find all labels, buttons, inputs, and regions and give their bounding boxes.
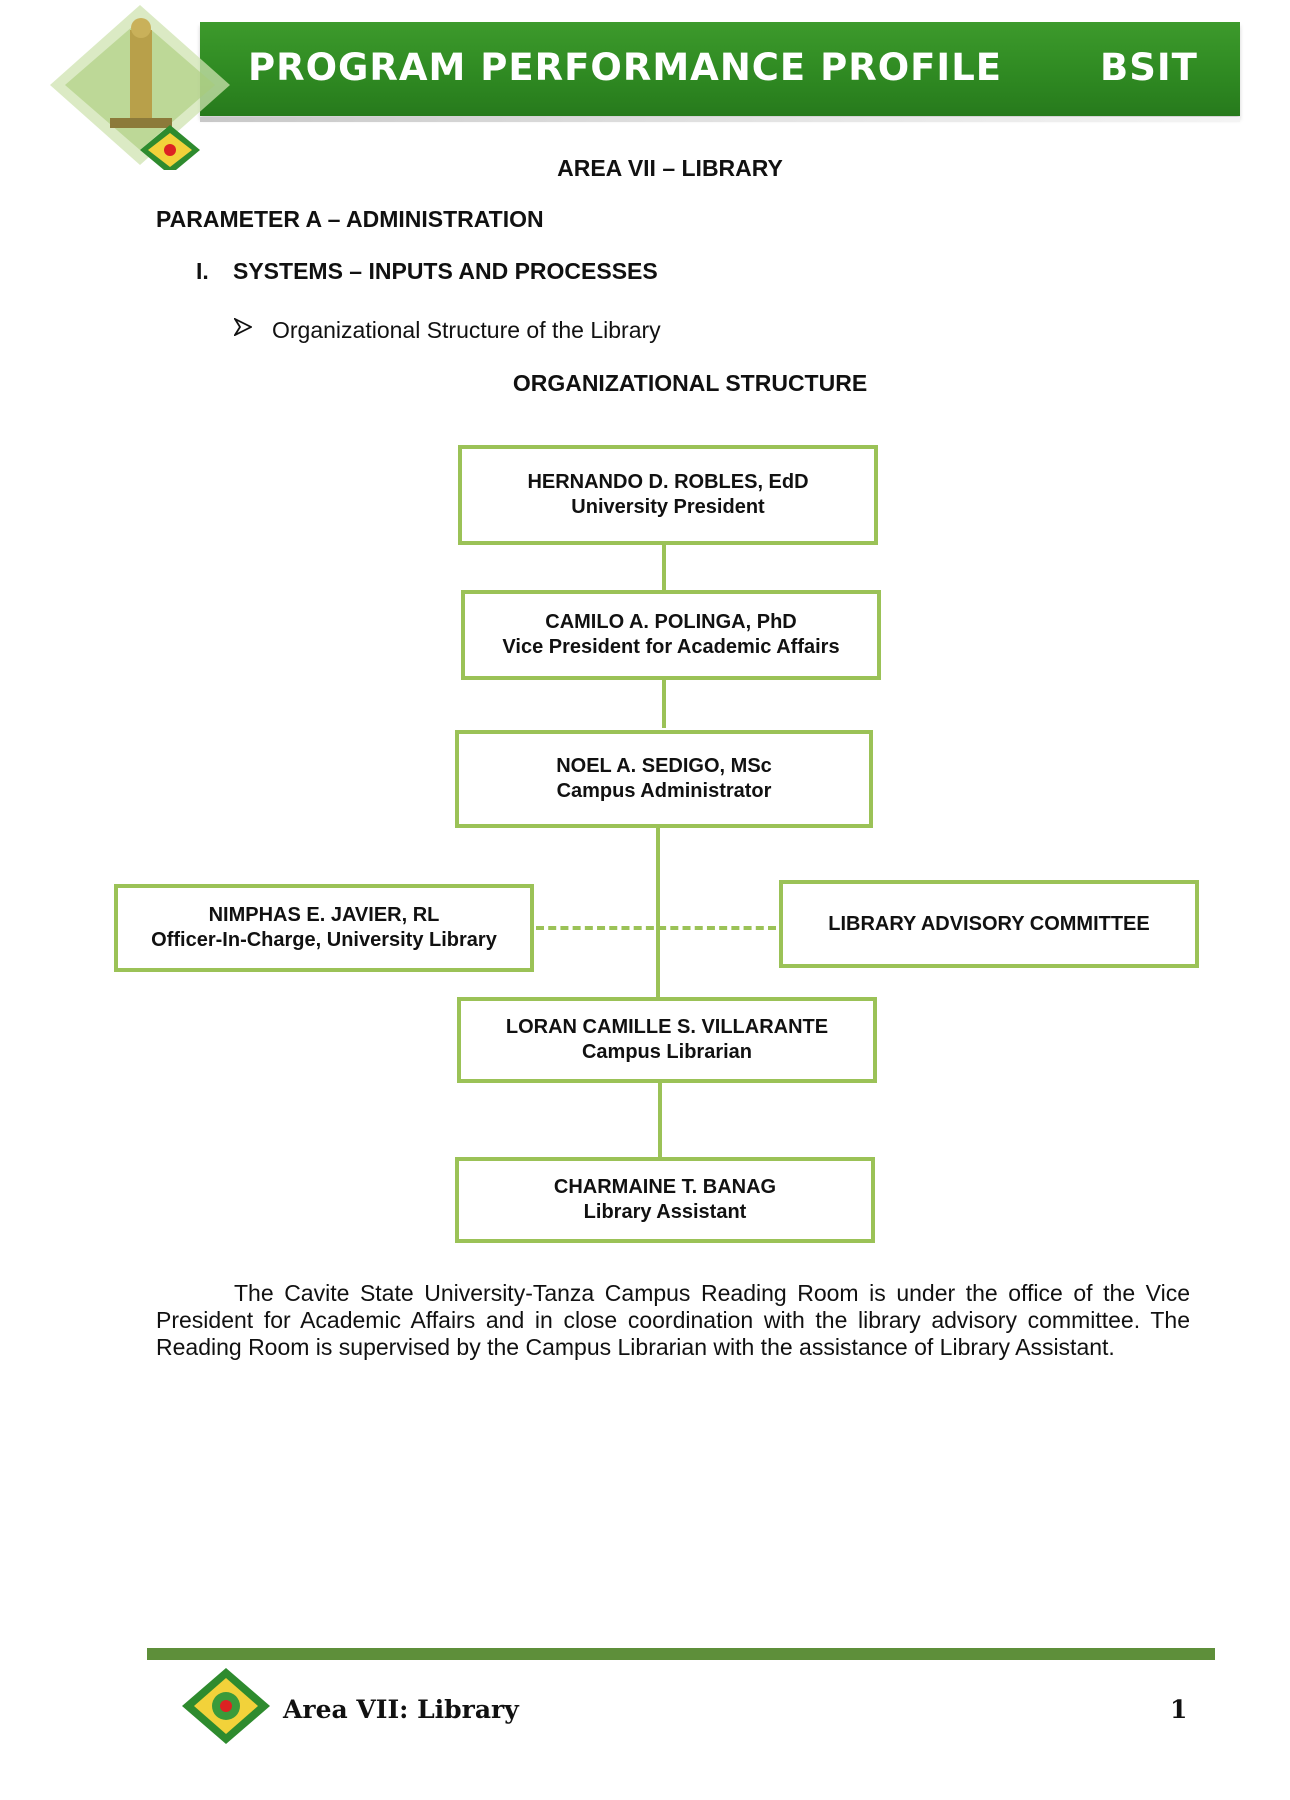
- org-box-campus-admin: NOEL A. SEDIGO, MSc Campus Administrator: [455, 730, 873, 828]
- org-role: Campus Librarian: [581, 1041, 753, 1063]
- connector-line: [662, 545, 666, 593]
- org-name: CAMILO A. POLINGA, PhD: [545, 611, 797, 633]
- connector-line: [658, 1082, 662, 1162]
- org-name: LORAN CAMILLE S. VILLARANTE: [505, 1016, 829, 1038]
- org-role: Vice President for Academic Affairs: [502, 636, 840, 658]
- org-name: CHARMAINE T. BANAG: [553, 1176, 777, 1198]
- org-box-oic-library: NIMPHAS E. JAVIER, RL Officer-In-Charge,…: [114, 884, 534, 972]
- bullet-item: Organizational Structure of the Library: [272, 317, 661, 343]
- connector-line: [662, 680, 666, 728]
- org-box-advisory-committee: LIBRARY ADVISORY COMMITTEE: [779, 880, 1199, 968]
- org-role: Campus Administrator: [556, 780, 772, 802]
- page-number: 1: [1170, 1695, 1188, 1724]
- connector-line: [656, 828, 660, 998]
- arrow-bullet-icon: [232, 316, 254, 338]
- org-role: Library Assistant: [583, 1201, 747, 1223]
- area-heading: AREA VII – LIBRARY: [557, 155, 783, 181]
- dashed-connector: [536, 926, 776, 930]
- org-box-library-assistant: CHARMAINE T. BANAG Library Assistant: [455, 1157, 875, 1243]
- footer-logo: [176, 1666, 276, 1746]
- footer-title: Area VII: Library: [283, 1695, 519, 1724]
- section-number: I.: [196, 258, 209, 284]
- org-box-campus-librarian: LORAN CAMILLE S. VILLARANTE Campus Libra…: [457, 997, 877, 1083]
- parameter-heading: PARAMETER A – ADMINISTRATION: [156, 206, 544, 232]
- org-box-vpaa: CAMILO A. POLINGA, PhD Vice President fo…: [461, 590, 881, 680]
- org-name: NIMPHAS E. JAVIER, RL: [208, 904, 440, 926]
- org-box-president: HERNANDO D. ROBLES, EdD University Presi…: [458, 445, 878, 545]
- program-code: BSIT: [1100, 46, 1198, 89]
- header-banner: [200, 22, 1240, 122]
- org-role: Officer-In-Charge, University Library: [151, 929, 497, 951]
- chart-title: ORGANIZATIONAL STRUCTURE: [512, 370, 868, 396]
- section-title: SYSTEMS – INPUTS AND PROCESSES: [233, 258, 658, 284]
- university-logo: [40, 0, 270, 175]
- description-paragraph: The Cavite State University-Tanza Campus…: [156, 1280, 1190, 1360]
- footer-rule: [147, 1648, 1215, 1660]
- header-title: PROGRAM PERFORMANCE PROFILE: [248, 46, 1003, 89]
- org-name: NOEL A. SEDIGO, MSc: [556, 755, 772, 777]
- org-role: University President: [571, 496, 765, 518]
- org-name: LIBRARY ADVISORY COMMITTEE: [828, 912, 1150, 935]
- org-name: HERNANDO D. ROBLES, EdD: [527, 471, 809, 493]
